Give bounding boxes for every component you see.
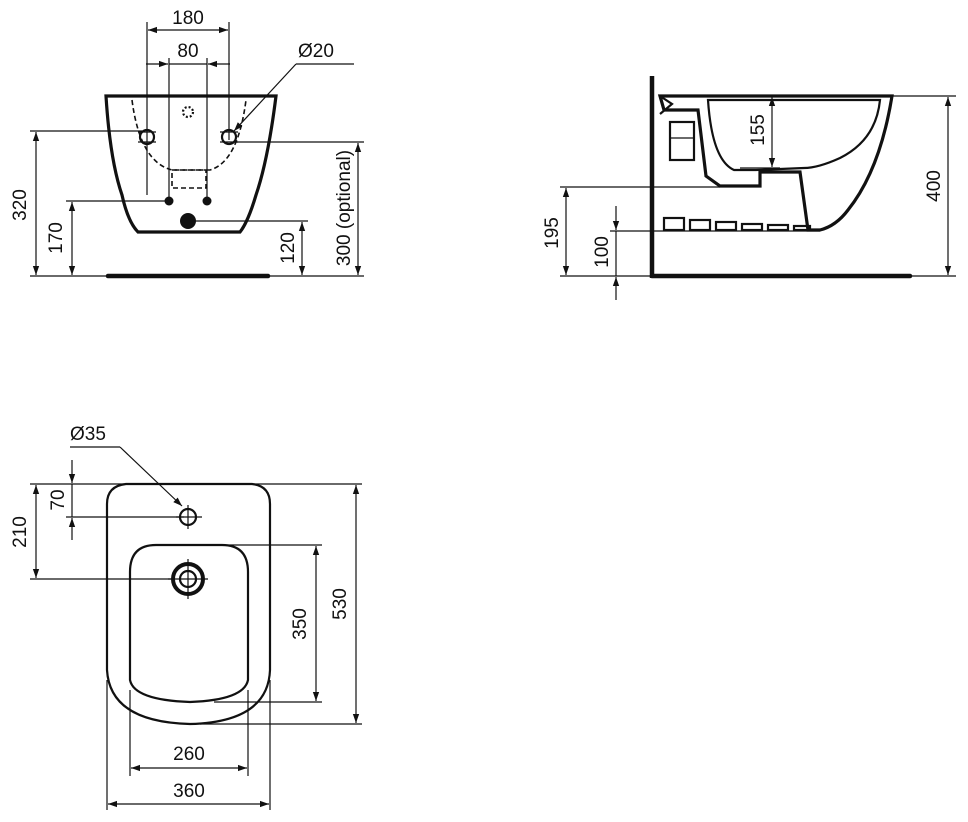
side-bidet-outline — [657, 94, 894, 232]
front-inlet-left — [164, 196, 174, 206]
front-inlet-right — [202, 196, 212, 206]
front-view: 180 80 Ø20 320 170 120 300 (optional) — [10, 8, 364, 279]
front-bidet-outline — [104, 94, 278, 234]
side-rear-bracket — [659, 95, 674, 115]
leader-d35 — [119, 446, 183, 507]
top-bowl-outline — [128, 543, 250, 704]
dim-label-210: 210 — [10, 516, 31, 548]
dim-label-d20: Ø20 — [298, 41, 334, 62]
front-top-hole — [181, 105, 195, 119]
dim-label-170: 170 — [46, 222, 67, 254]
dim-label-d35: Ø35 — [70, 424, 106, 445]
dim-label-400: 400 — [924, 170, 945, 202]
dim-label-180: 180 — [172, 8, 204, 29]
dim-label-350: 350 — [290, 608, 311, 640]
side-floor-supports — [662, 216, 812, 232]
top-drain — [168, 559, 208, 599]
dim-label-80: 80 — [177, 41, 198, 62]
side-connection-block — [668, 120, 696, 162]
side-inner-bowl — [706, 98, 882, 172]
front-inner-outlet — [171, 169, 207, 189]
dim-label-195: 195 — [542, 217, 563, 249]
dim-label-530: 530 — [330, 588, 351, 620]
dim-label-260: 260 — [173, 744, 205, 765]
top-bidet-outline — [105, 482, 272, 726]
top-view: Ø35 70 210 350 530 260 360 — [10, 424, 362, 810]
side-view: 155 400 195 100 — [542, 76, 956, 300]
dim-label-155: 155 — [748, 114, 769, 146]
dim-label-70: 70 — [48, 489, 69, 510]
leader-d20 — [233, 63, 297, 132]
dim-label-120: 120 — [278, 232, 299, 264]
dim-label-100: 100 — [592, 236, 613, 268]
front-outlet — [180, 213, 196, 229]
dim-label-320: 320 — [10, 189, 31, 221]
dim-label-300-optional: 300 (optional) — [334, 150, 355, 266]
dim-label-360: 360 — [173, 781, 205, 802]
